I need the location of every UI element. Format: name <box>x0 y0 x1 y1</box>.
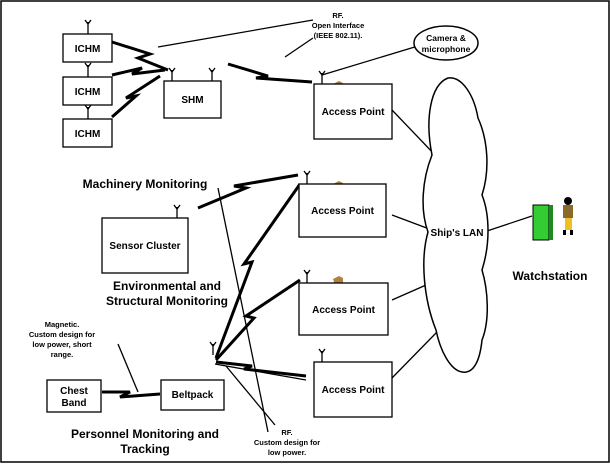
wireless-beltpack-ap2 <box>214 183 302 359</box>
operator-person-icon <box>563 197 573 235</box>
rf-custom-note-line2: Custom design for <box>254 438 320 447</box>
chest-band-label-line2: Band <box>62 398 87 409</box>
chest-band-box <box>46 379 102 413</box>
access-point-box-1 <box>313 83 393 140</box>
ichm-label-2: ICHM <box>75 87 101 98</box>
environmental-label-line2: Structural Monitoring <box>106 294 228 308</box>
rf-custom-pointer-2 <box>225 365 276 426</box>
personnel-label-line2: Tracking <box>120 442 169 456</box>
link-ap1-lan <box>391 109 438 158</box>
sensor-cluster-label: Sensor Cluster <box>109 241 180 252</box>
wireless-beltpack-ap4 <box>215 360 307 378</box>
rf-custom-pointer-1 <box>217 187 269 433</box>
antenna-icon <box>208 67 216 81</box>
wireless-shm-ap1 <box>227 62 313 84</box>
wireless-links <box>102 40 313 399</box>
rf-open-pointer-2 <box>284 37 314 58</box>
beltpack-box <box>160 379 225 411</box>
antenna-icon <box>173 204 181 218</box>
camera-label-line2: microphone <box>422 44 471 54</box>
access-point-box-3 <box>298 282 389 336</box>
wireless-chestband-beltpack <box>102 390 161 399</box>
magnetic-pointer <box>117 343 139 393</box>
magnetic-note-line2: Custom design for <box>29 330 95 339</box>
wireless-sensor-ap2 <box>197 173 299 210</box>
link-ap4-lan <box>391 331 438 379</box>
rf-open-pointer-1 <box>157 19 314 48</box>
ichm-label-1: ICHM <box>75 44 101 55</box>
rf-open-note-line3: (IEEE 802.11). <box>314 31 363 40</box>
access-point-box-2 <box>298 183 387 238</box>
camera-microphone-ellipse <box>413 25 479 61</box>
beltpack-label: Beltpack <box>172 390 214 401</box>
environmental-label-line1: Environmental and <box>113 279 221 293</box>
access-point-label-1: Access Point <box>322 107 385 118</box>
rf-open-note-line1: RF. <box>332 11 343 20</box>
antenna-icon <box>318 348 326 362</box>
antenna-icon <box>318 70 326 84</box>
access-point-box-4 <box>313 361 393 418</box>
ichm-label-3: ICHM <box>75 129 101 140</box>
link-lan-watchstation <box>483 215 533 233</box>
boxes <box>46 33 393 418</box>
wireless-ichm2-shm <box>111 66 166 77</box>
wireless-beltpack-ap3 <box>214 278 301 362</box>
ichm-box-3 <box>62 118 113 148</box>
ichm-box-1 <box>62 33 113 63</box>
link-ap2-lan <box>391 214 433 231</box>
access-point-label-4: Access Point <box>322 385 385 396</box>
watchstation-console-side <box>549 205 553 240</box>
shm-box <box>163 80 222 119</box>
ships-lan-cloud <box>422 77 489 373</box>
antenna-icon <box>209 341 217 355</box>
watchstation-label: Watchstation <box>513 269 588 283</box>
wireless-ichm3-shm <box>111 74 161 119</box>
access-point-label-2: Access Point <box>311 206 374 217</box>
magnetic-note-line3: low power, short <box>32 340 92 349</box>
chest-band-label-line1: Chest <box>60 386 88 397</box>
antenna-icon <box>84 19 92 34</box>
ichm-box-2 <box>62 76 113 106</box>
rf-custom-note-line1: RF. <box>281 428 292 437</box>
rf-custom-note-line3: low power. <box>268 448 306 457</box>
wireless-ichm1-shm <box>111 40 169 72</box>
magnetic-note-line1: Magnetic. <box>45 320 80 329</box>
watchstation-console-icon <box>532 204 550 241</box>
watchstation-icon <box>532 197 573 241</box>
personnel-label-line1: Personnel Monitoring and <box>71 427 219 441</box>
access-point-label-3: Access Point <box>312 305 375 316</box>
sensor-cluster-box <box>101 217 189 274</box>
antennas <box>84 19 326 362</box>
camera-label-line1: Camera & <box>426 33 466 43</box>
antenna-icon <box>168 67 176 81</box>
ships-lan-label: Ship's LAN <box>431 228 484 239</box>
antenna-icon <box>84 62 92 77</box>
rf-open-note-line2: Open Interface <box>312 21 365 30</box>
antenna-icon <box>303 269 311 283</box>
antenna-icon <box>84 104 92 119</box>
machinery-monitoring-label: Machinery Monitoring <box>83 177 208 191</box>
shm-label: SHM <box>181 95 203 106</box>
link-camera-ap1 <box>321 45 419 76</box>
magnetic-note-line4: range. <box>51 350 74 359</box>
antenna-icon <box>303 170 311 184</box>
